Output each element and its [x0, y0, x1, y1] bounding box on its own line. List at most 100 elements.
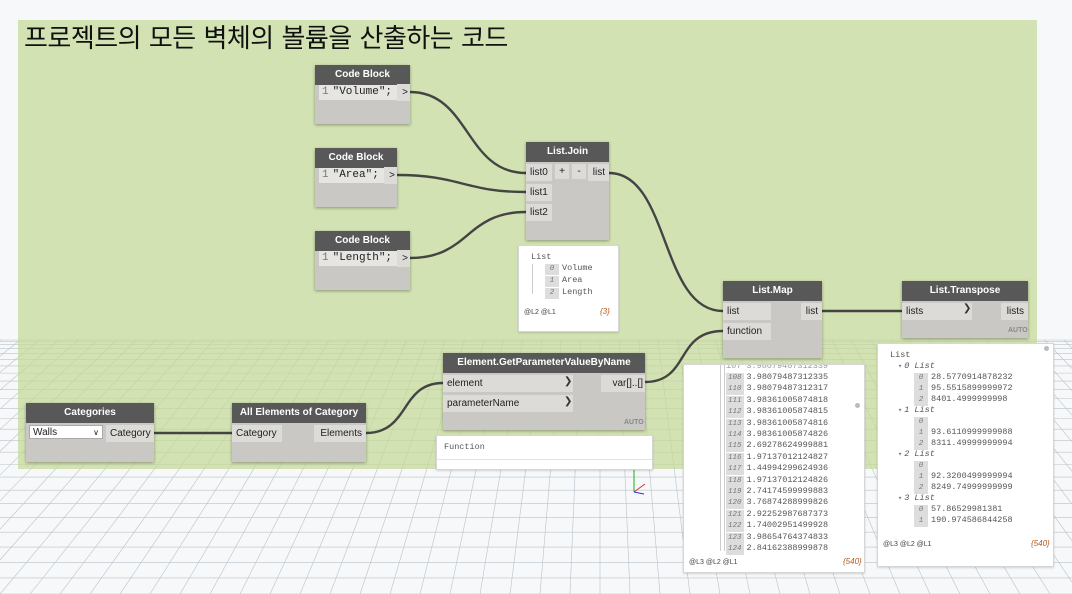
item-value: 3.76874288999826: [746, 497, 829, 508]
input-port-element[interactable]: element: [443, 375, 573, 392]
group-title[interactable]: 프로젝트의 모든 벽체의 볼륨을 산출하는 코드: [24, 24, 508, 54]
input-port-category[interactable]: Category: [232, 425, 282, 442]
index-badge: 1: [914, 516, 928, 527]
node-title[interactable]: List.Map: [723, 281, 822, 301]
input-port-parametername[interactable]: parameterName: [443, 395, 573, 412]
item-value: 3.98361005874818: [746, 394, 829, 405]
code-line[interactable]: 1"Length";: [319, 251, 400, 266]
preview-group-label[interactable]: ▾2 List: [898, 449, 935, 460]
item-value: Volume: [562, 263, 593, 273]
node-title[interactable]: All Elements of Category: [232, 403, 366, 423]
add-input-button[interactable]: +: [555, 164, 569, 179]
item-value: 2.69278624999881: [746, 440, 829, 451]
wire-cb2-to-list1[interactable]: [396, 173, 527, 194]
output-port-list[interactable]: list: [588, 164, 609, 181]
preview-group-label[interactable]: ▾3 List: [898, 493, 935, 504]
get-parameter-value-by-name-node[interactable]: Element.GetParameterValueByName element …: [443, 353, 645, 430]
node-title[interactable]: Code Block: [315, 231, 410, 251]
list-map-node[interactable]: List.Map list list function: [723, 281, 822, 358]
category-dropdown[interactable]: Walls ∨: [29, 425, 103, 439]
index-badge: 110: [726, 384, 744, 396]
expand-toggle-icon[interactable]: ▾: [898, 407, 903, 415]
scroll-dot[interactable]: [1044, 346, 1049, 351]
item-value: 3.98079487312335: [746, 372, 829, 382]
output-port-lists[interactable]: lists: [1001, 303, 1028, 320]
node-title[interactable]: List.Join: [526, 142, 609, 162]
code-block-length-node[interactable]: Code Block 1"Length"; >: [315, 231, 410, 290]
wire-cb1-to-list0[interactable]: [409, 90, 527, 175]
preview-levels: @L3 @L2 @L1: [689, 559, 738, 566]
output-port-category[interactable]: Category: [106, 425, 154, 442]
input-port-list0[interactable]: list0: [526, 164, 552, 181]
tree-line: [532, 264, 533, 294]
output-port[interactable]: >: [397, 250, 410, 267]
lacing-label[interactable]: AUTO: [624, 419, 644, 426]
preview-levels: @L2 @L1: [524, 309, 556, 316]
scroll-dot[interactable]: [855, 403, 860, 408]
node-title[interactable]: Code Block: [315, 148, 397, 168]
wire-getparam-to-function[interactable]: [644, 329, 724, 384]
input-port-list1[interactable]: list1: [526, 184, 552, 201]
input-port-lists[interactable]: lists: [902, 303, 972, 320]
item-value: 57.86529981381: [931, 504, 1003, 514]
output-port-list[interactable]: list: [801, 303, 822, 320]
wire-join-to-map[interactable]: [608, 171, 724, 313]
output-port[interactable]: >: [384, 167, 397, 184]
list-join-node[interactable]: List.Join list0 + - list list1 list2: [526, 142, 609, 240]
item-value: 95.5515899999972: [931, 383, 1013, 393]
node-title[interactable]: Element.GetParameterValueByName: [443, 353, 645, 373]
item-value: 3.98079487312317: [746, 383, 829, 394]
line-number: 1: [322, 86, 329, 98]
item-value: 2.74174599999883: [746, 486, 829, 496]
index-badge: 1: [545, 276, 559, 287]
index-badge: 116: [726, 452, 744, 464]
wire-allelems-to-getparam[interactable]: [365, 381, 444, 435]
remove-input-button[interactable]: -: [572, 164, 586, 179]
code-line[interactable]: 1"Area";: [319, 168, 387, 183]
preview-header: List: [890, 350, 911, 360]
preview-group-label[interactable]: ▾1 List: [898, 405, 935, 416]
get-parameter-preview[interactable]: Function: [436, 435, 653, 470]
lacing-label[interactable]: AUTO: [1008, 327, 1028, 334]
chevron-right-icon: ❯: [564, 396, 573, 407]
item-value: 3.98361005874815: [746, 406, 829, 417]
node-title[interactable]: Categories: [26, 403, 154, 423]
output-port-var[interactable]: var[]..[]: [601, 375, 645, 392]
output-port[interactable]: >: [397, 84, 410, 101]
input-port-function[interactable]: function: [723, 323, 771, 340]
item-value: 8311.49999999994: [931, 438, 1013, 448]
node-title[interactable]: Code Block: [315, 65, 410, 85]
expand-toggle-icon[interactable]: ▾: [898, 495, 903, 503]
expand-toggle-icon[interactable]: ▾: [898, 363, 903, 371]
wire-cb3-to-list2[interactable]: [409, 210, 527, 260]
index-badge: 0: [545, 264, 559, 275]
index-badge: 111: [726, 395, 744, 407]
index-badge: 119: [726, 487, 744, 498]
input-port-list[interactable]: list: [723, 303, 771, 320]
code-block-area-node[interactable]: Code Block 1"Area"; >: [315, 148, 397, 207]
line-number: 1: [322, 169, 329, 181]
input-port-list2[interactable]: list2: [526, 204, 552, 221]
code-block-volume-node[interactable]: Code Block 1"Volume"; >: [315, 65, 410, 124]
categories-node[interactable]: Categories Walls ∨ Category: [26, 403, 154, 462]
list-transpose-node[interactable]: List.Transpose lists ❯ lists AUTO: [902, 281, 1028, 338]
preview-count: {540}: [843, 557, 862, 566]
node-title[interactable]: List.Transpose: [902, 281, 1028, 301]
all-elements-of-category-node[interactable]: All Elements of Category Category Elemen…: [232, 403, 366, 462]
group-label: 0 List: [904, 361, 935, 371]
index-badge: 2: [914, 439, 928, 450]
preview-group-label[interactable]: ▾0 List: [898, 361, 935, 372]
code-line[interactable]: 1"Volume";: [319, 85, 400, 100]
expand-toggle-icon[interactable]: ▾: [898, 451, 903, 459]
output-port-elements[interactable]: Elements: [314, 425, 366, 442]
